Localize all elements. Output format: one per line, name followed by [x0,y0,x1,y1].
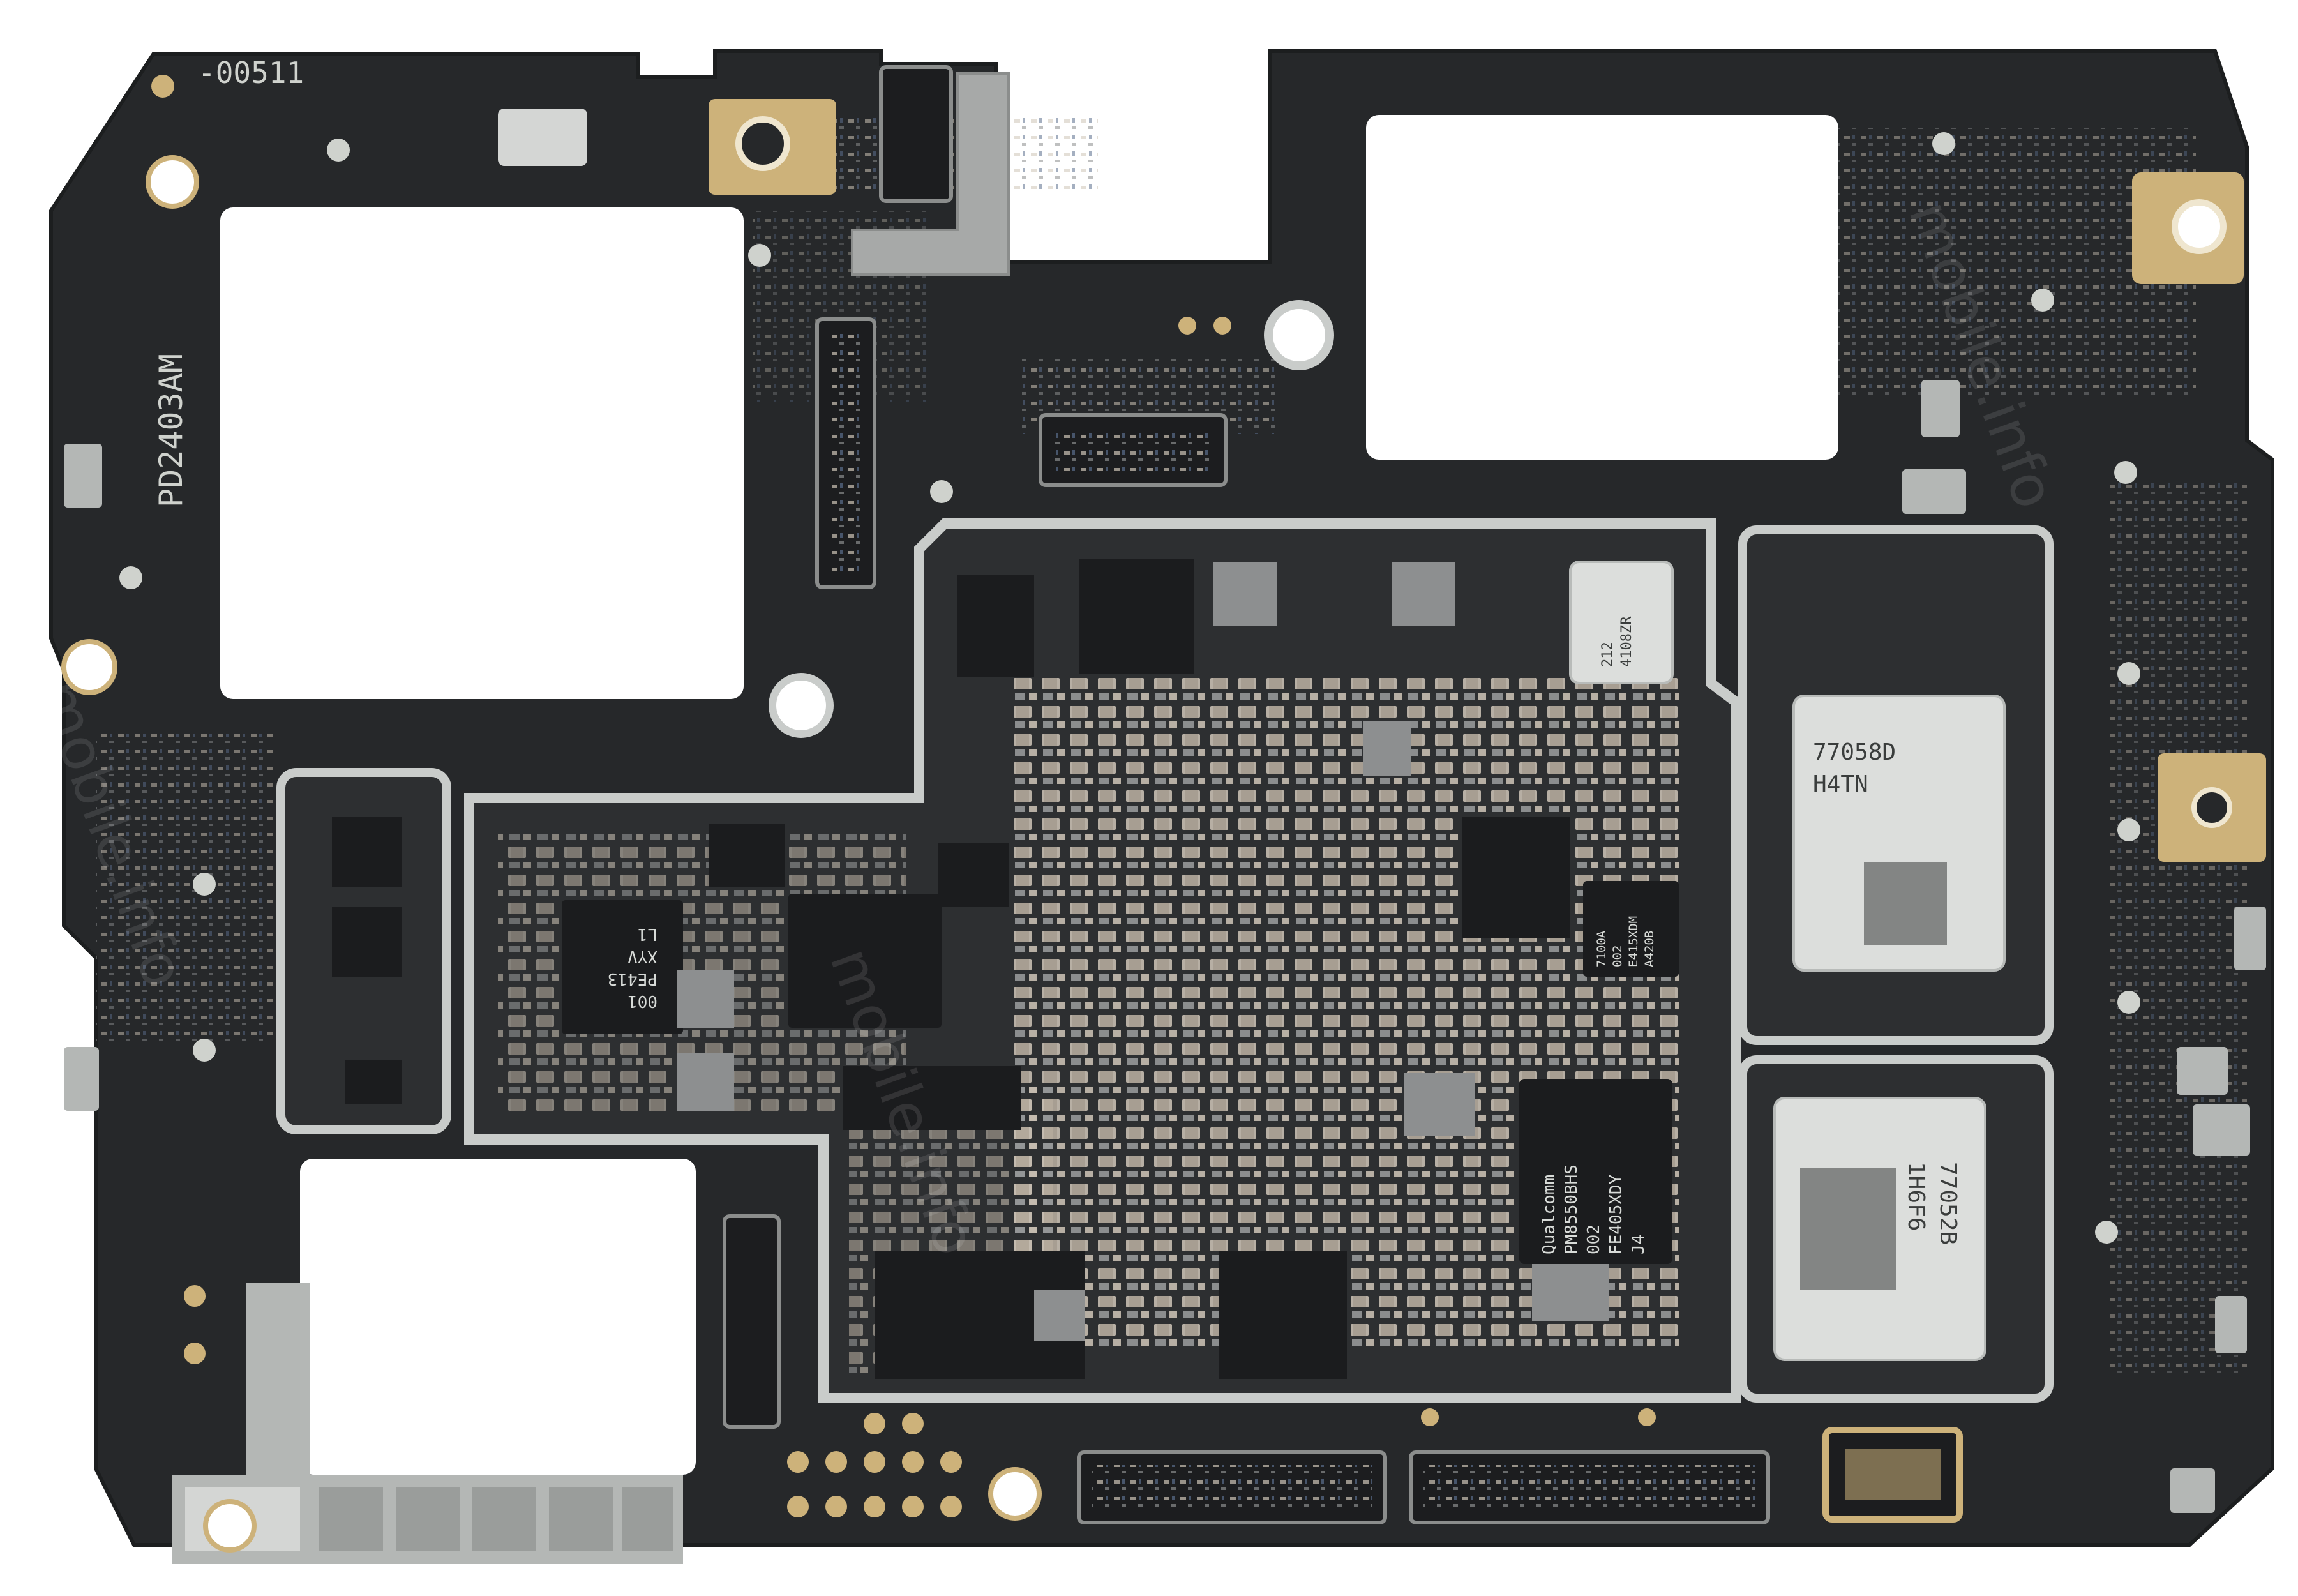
connector-bottom-left [723,1214,781,1429]
cutout-bottom-left [300,1159,696,1475]
cutout-top-right [1366,115,1838,460]
chip-pmic-left-line4: L1 [638,924,657,944]
chip-pmic-left-line1: 001 [627,991,657,1011]
chip-small-a-line2: 002 [1611,945,1625,967]
silkscreen-top-code: -00511 [198,56,304,90]
chip-pmic-left-line2: PE413 [608,969,657,988]
silkscreen-model: PD2403AM [153,354,190,508]
rf-module-b-line1: 77052B [1935,1162,1961,1245]
chip-small-b [1569,561,1674,684]
chip-small-a-line4: A420B [1642,931,1656,967]
cutout-top-left [220,207,744,699]
chip-pmic-line5: J4 [1629,1235,1648,1254]
chip-pmic-line1: Qualcomm [1540,1175,1559,1254]
rf-module-a-line1: 77058D [1813,739,1896,765]
gold-test-pads [184,1285,1656,1517]
chip-small-a-line1: 7100A [1595,930,1609,967]
chip-pmic-line3: 002 [1584,1224,1603,1254]
chip-center-left [788,894,942,1028]
connector-top [879,65,953,203]
chip-small-a [1583,881,1679,977]
chip-small-b-line2: 4108ZR [1619,616,1635,667]
chip-pmic-line2: PM8550BHS [1562,1164,1581,1254]
chip-pmic-qualcomm [1519,1079,1672,1264]
chip-pmic-left [562,900,683,1034]
chip-small-a-line3: E415XDM [1626,916,1641,967]
chip-pmic-left-line3: XYV [627,947,657,966]
chip-small-b-line1: 212 [1600,642,1616,667]
chip-pmic-line4: FE405XDY [1607,1174,1626,1254]
metal-bracket-top [851,72,1010,276]
rf-module-b-line2: 1H6F6 [1903,1162,1929,1231]
metal-grid-bottom-left [172,1283,683,1564]
rf-module-a [1792,695,2006,972]
rf-module-a-line2: H4TN [1813,771,1868,797]
